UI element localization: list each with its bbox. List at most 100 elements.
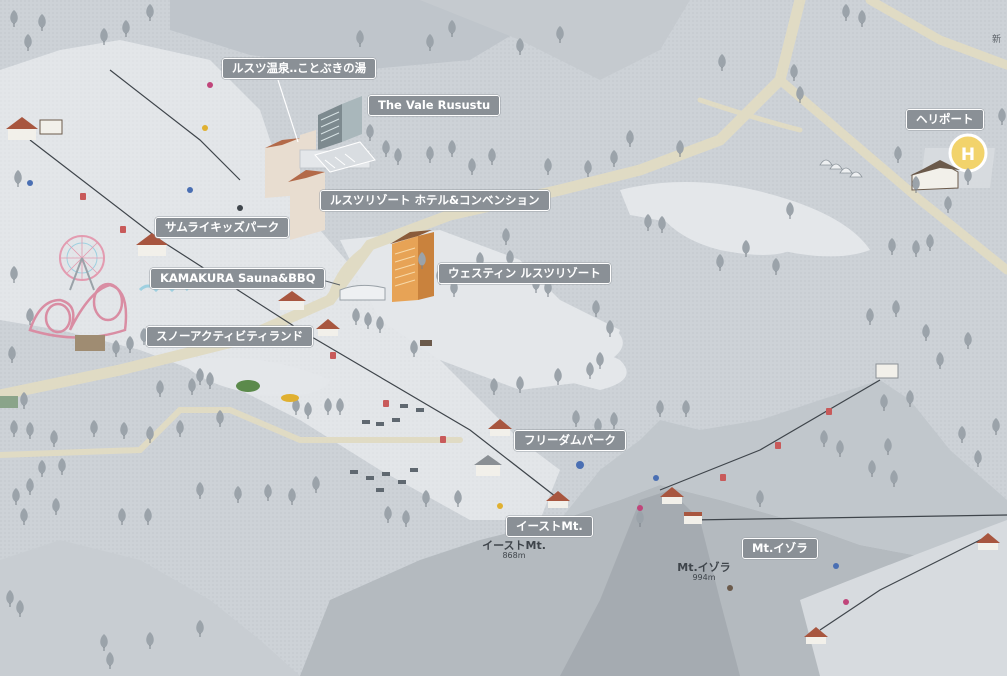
- tree-icon: [90, 420, 98, 434]
- tree-icon: [10, 420, 18, 434]
- label-kotobuki-onsen[interactable]: ルスツ温泉‥ことぶきの湯: [222, 58, 377, 79]
- tree-icon: [384, 506, 392, 520]
- ferris-wheel-icon: [59, 235, 105, 291]
- tree-icon: [936, 352, 944, 366]
- tree-icon: [974, 450, 982, 464]
- tree-icon: [448, 140, 456, 154]
- tree-icon: [858, 10, 866, 24]
- tree-icon: [516, 38, 524, 52]
- label-freedom-park[interactable]: フリーダムパーク: [514, 430, 626, 451]
- tree-icon: [880, 394, 888, 408]
- tree-icon: [922, 324, 930, 338]
- edge-place-text: 新: [992, 35, 1002, 45]
- tree-icon: [912, 176, 920, 190]
- tree-icon: [958, 426, 966, 440]
- label-heliport[interactable]: ヘリポート: [906, 109, 984, 130]
- tree-icon: [38, 14, 46, 28]
- tree-icon: [100, 634, 108, 648]
- tree-icon: [206, 372, 214, 386]
- tree-icon: [196, 368, 204, 382]
- tree-icon: [556, 26, 564, 40]
- greenhouses: [819, 159, 863, 178]
- tree-icon: [14, 170, 22, 184]
- tree-icon: [796, 86, 804, 100]
- tree-icon: [10, 266, 18, 280]
- tree-icon: [676, 140, 684, 154]
- tree-icon: [644, 214, 652, 228]
- tree-icon: [146, 4, 154, 18]
- tree-icon: [122, 20, 130, 34]
- tree-icon: [888, 238, 896, 252]
- tree-icon: [58, 458, 66, 472]
- tree-icon: [476, 252, 484, 266]
- tree-icon: [6, 4, 1006, 669]
- tree-icon: [312, 476, 320, 490]
- coaster-station: [75, 335, 105, 351]
- tree-icon: [906, 390, 914, 404]
- tree-icon: [264, 484, 272, 498]
- tree-icon: [892, 300, 900, 314]
- isora-mountain: [560, 380, 1007, 580]
- peak-east-elevation: 868m: [502, 551, 526, 561]
- tree-icon: [756, 490, 764, 504]
- parking-lot: [314, 141, 376, 173]
- tree-icon: [376, 316, 384, 330]
- label-westin[interactable]: ウェスティン ルスツリゾート: [438, 263, 611, 284]
- tree-icon: [448, 20, 456, 34]
- svg-text:H: H: [961, 145, 975, 165]
- isora-ridge: [560, 490, 740, 676]
- tree-icon: [422, 490, 430, 504]
- tree-icon: [998, 108, 1006, 122]
- label-snow-activity-land[interactable]: スノーアクティビティランド: [146, 326, 314, 347]
- tree-icon: [626, 130, 634, 144]
- tree-icon: [544, 158, 552, 172]
- tree-icon: [964, 332, 972, 346]
- tree-icon: [868, 460, 876, 474]
- tree-icon: [196, 482, 204, 496]
- tree-icon: [216, 410, 224, 424]
- peak-east-name: イーストMt.: [482, 539, 546, 552]
- tree-icon: [516, 376, 524, 390]
- tree-icon: [894, 146, 902, 160]
- tree-icon: [506, 250, 514, 264]
- tree-icon: [12, 488, 20, 502]
- tree-icon: [596, 352, 604, 366]
- tree-icon: [502, 228, 510, 242]
- label-east-mt[interactable]: イーストMt.: [506, 516, 593, 537]
- label-the-vale[interactable]: The Vale Rusustu: [368, 95, 501, 116]
- tree-icon: [786, 202, 794, 216]
- label-samurai-kids-park[interactable]: サムライキッズパーク: [155, 217, 290, 238]
- tree-icon: [402, 510, 410, 524]
- skier-icon: [27, 82, 849, 605]
- tree-icon: [366, 124, 374, 138]
- tree-icon: [610, 150, 618, 164]
- tree-icon: [118, 508, 126, 522]
- tree-icon: [594, 418, 602, 432]
- tree-icon: [364, 312, 372, 326]
- tree-icon: [52, 498, 60, 512]
- label-resort-hotel[interactable]: ルスツリゾート ホテル&コンベンション: [320, 190, 550, 211]
- tree-icon: [592, 300, 600, 314]
- tree-icon: [304, 402, 312, 416]
- tree-icon: [866, 308, 874, 322]
- upper-mountain: [170, 0, 520, 70]
- tree-icon: [140, 328, 148, 342]
- tree-icon: [606, 320, 614, 334]
- heliport-icon: H: [948, 133, 988, 173]
- tree-icon: [610, 412, 618, 426]
- westin-hotel: [339, 230, 434, 302]
- tree-icon: [20, 508, 28, 522]
- tree-icon: [20, 392, 28, 406]
- tree-icon: [926, 234, 934, 248]
- tree-icon: [884, 438, 892, 452]
- tree-icon: [586, 362, 594, 376]
- tree-icon: [146, 426, 154, 440]
- tree-icon: [410, 340, 418, 354]
- peak-isora-elevation: 994m: [692, 573, 716, 583]
- tree-icon: [26, 308, 34, 322]
- label-mt-isora[interactable]: Mt.イゾラ: [742, 538, 818, 559]
- label-kamakura[interactable]: KAMAKURA Sauna&BBQ: [150, 268, 326, 289]
- tree-icon: [842, 4, 850, 18]
- tree-icon: [790, 64, 798, 78]
